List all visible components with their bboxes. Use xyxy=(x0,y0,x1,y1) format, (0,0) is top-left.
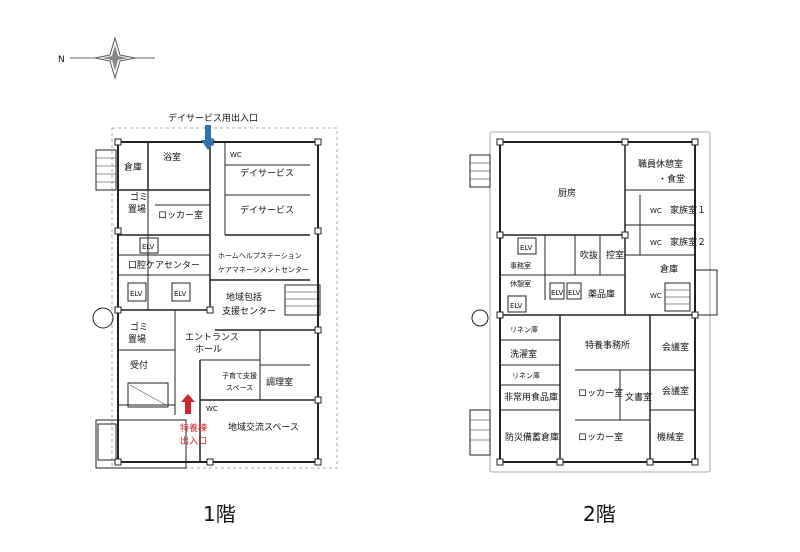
room-nursing-office: 特養事務所 xyxy=(585,339,630,351)
main-entrance-label-2: 出入口 xyxy=(180,435,207,447)
room-entrance-hall-1: エントランス xyxy=(185,332,239,343)
room-elv-f2-1: ELV xyxy=(520,244,533,252)
room-family-1: 家族室１ xyxy=(670,204,706,216)
floor1-room-labels: 倉庫 浴室 WC デイサービス デイサービス ゴミ 置場 ロッカー室 ELV 口… xyxy=(124,151,309,433)
room-disaster-storage: 防災備蓄倉庫 xyxy=(505,431,559,443)
room-care-manager: ケアマネージメントセンター xyxy=(218,265,309,274)
room-community-1: 地域包括 xyxy=(226,291,262,303)
room-garbage-2: ゴミ xyxy=(130,321,148,333)
main-entrance-label-1: 特養棟 xyxy=(180,422,207,434)
room-laundry: 洗濯室 xyxy=(510,348,537,360)
floor2-title: 2階 xyxy=(583,502,616,526)
room-family-2: 家族室２ xyxy=(670,236,706,248)
room-kitchen: 厨房 xyxy=(558,187,576,199)
room-bath: 浴室 xyxy=(163,151,181,163)
room-locker-f2-1: ロッカー室 xyxy=(578,387,623,399)
room-pharmacy: 薬品庫 xyxy=(588,288,615,300)
room-fukinuke: 吹抜 xyxy=(580,249,598,261)
room-elv-3: ELV xyxy=(174,290,187,298)
room-garbage-1: ゴミ xyxy=(130,191,148,203)
room-day-service-1: デイサービス xyxy=(240,167,294,179)
room-helper-station: ホームヘルプステーション xyxy=(218,252,302,260)
compass-rose: N xyxy=(58,36,155,80)
room-machine: 機械室 xyxy=(657,431,684,443)
room-community-2: 支援センター xyxy=(222,305,276,317)
day-entrance-label: デイサービス用出入口 xyxy=(168,112,258,124)
north-letter: N xyxy=(58,55,65,65)
room-locker-f2-2: ロッカー室 xyxy=(578,431,623,443)
room-childcare-2: スペース xyxy=(226,384,253,392)
room-entrance-hall-2: ホール xyxy=(195,344,222,355)
room-wc-f2-3: WC xyxy=(650,292,662,300)
floor1-title: 1階 xyxy=(203,502,236,526)
room-exchange-space: 地域交流スペース xyxy=(228,421,299,433)
room-emergency-food: 非常用食品庫 xyxy=(504,391,558,403)
room-staff-rest-2: ・食堂 xyxy=(658,173,685,185)
main-entrance-arrow xyxy=(181,394,195,414)
room-meeting-2: 会議室 xyxy=(662,385,689,397)
room-reception: 受付 xyxy=(130,359,148,371)
room-control: 控室 xyxy=(606,249,624,261)
room-storage-f2: 倉庫 xyxy=(660,263,678,275)
floor2-plan xyxy=(469,131,718,473)
day-service-entrance-arrow xyxy=(201,125,215,150)
room-wc-f2-2: WC xyxy=(650,239,662,247)
room-garbage-2b: 置場 xyxy=(128,333,146,345)
room-staff-rest-1: 職員休憩室 xyxy=(638,158,683,170)
room-wc-1: WC xyxy=(230,151,242,159)
room-elv-2: ELV xyxy=(130,290,143,298)
room-rest: 休憩室 xyxy=(510,279,531,288)
room-elv-f2-4: ELV xyxy=(510,302,523,310)
room-garbage-1b: 置場 xyxy=(128,203,146,215)
room-wc-2: WC xyxy=(206,405,218,413)
room-wc-f2-1: WC xyxy=(650,207,662,215)
floor2-room-labels: 厨房 職員休憩室 ・食堂 WC 家族室１ WC 家族室２ ELV 事務室 吹抜 … xyxy=(504,158,706,443)
room-elv-f2-3: ELV xyxy=(568,289,581,297)
room-linen-1: リネン庫 xyxy=(510,325,538,334)
room-locker: ロッカー室 xyxy=(158,209,203,221)
room-meeting-1: 会議室 xyxy=(662,341,689,353)
room-cooking: 調理室 xyxy=(266,376,293,388)
room-oral-care: 口腔ケアセンター xyxy=(128,259,200,271)
room-elv-f2-2: ELV xyxy=(551,289,564,297)
room-storage: 倉庫 xyxy=(124,161,142,173)
room-linen-2: リネン庫 xyxy=(512,371,540,380)
room-elv-1: ELV xyxy=(142,243,155,251)
room-day-service-2: デイサービス xyxy=(240,204,294,216)
floor1-plan xyxy=(92,127,338,469)
room-office: 事務室 xyxy=(510,261,531,270)
room-childcare-1: 子育て支援 xyxy=(222,371,257,380)
room-documents: 文書室 xyxy=(625,391,652,403)
